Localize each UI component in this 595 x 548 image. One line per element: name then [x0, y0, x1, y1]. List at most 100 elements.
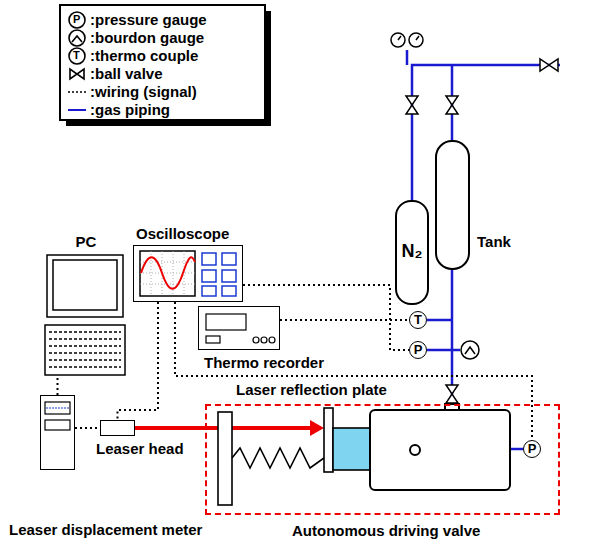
regulator — [391, 33, 423, 47]
oscilloscope-drawing — [141, 257, 195, 289]
signal-wire — [243, 285, 409, 350]
displacement-meter-box: Leaser displacement meter — [40, 395, 75, 470]
oscilloscope-drawing — [202, 253, 236, 296]
legend-symbol-letter: T — [73, 49, 80, 61]
reflection-plate-and-piston — [333, 428, 370, 470]
node-label: Tank — [477, 234, 511, 251]
spring-and-wall — [232, 448, 324, 468]
gas-piping — [406, 50, 409, 65]
oscilloscope-drawing — [202, 286, 216, 296]
part-label: Laser reflection plate — [236, 382, 387, 399]
pc-drawing — [53, 260, 117, 310]
tank-vessel: Tank — [435, 140, 470, 270]
node-label: Leaser head — [96, 441, 184, 458]
reflection-plate-and-piston — [324, 408, 370, 472]
signal-wire — [57, 378, 58, 395]
legend-symbols — [68, 12, 86, 110]
legend-symbols — [69, 12, 85, 28]
pressure-gauge-symbol: P — [523, 440, 541, 458]
valve-body — [370, 410, 510, 490]
signal-wire — [118, 302, 159, 420]
reflection-plate-and-piston — [324, 408, 333, 472]
thermo-recorder-box: Thermo recorder — [198, 306, 280, 350]
oscilloscope-drawing — [140, 251, 195, 296]
legend-symbols — [68, 109, 86, 111]
legend-symbols — [77, 69, 84, 79]
spring-and-wall — [218, 412, 324, 505]
oscilloscope-drawing — [140, 251, 236, 296]
displacement-meter-drawing — [46, 407, 69, 408]
legend-text: :wiring (signal) — [90, 83, 197, 100]
node-label: P — [524, 442, 540, 456]
pc-terminal: PC — [45, 232, 127, 378]
oscilloscope-drawing — [222, 253, 236, 265]
legend-symbols — [68, 91, 86, 93]
pressure-gauge-symbol: P — [409, 341, 427, 359]
legend-text: :bourdon gauge — [90, 29, 204, 46]
pc-drawing — [45, 255, 125, 375]
valve-body — [370, 404, 510, 490]
legend-text: :thermo couple — [90, 47, 198, 64]
thermo-recorder-drawing — [206, 336, 220, 343]
signal-wire — [243, 285, 409, 350]
ball-valves — [446, 105, 458, 114]
thermo-recorder-drawing — [261, 337, 267, 343]
gas-piping — [427, 319, 452, 322]
thermo-recorder-drawing — [206, 314, 275, 343]
oscilloscope-drawing — [140, 251, 195, 296]
legend-symbols — [69, 30, 85, 46]
bourdon-gauge — [465, 347, 475, 354]
signal-wire — [75, 427, 100, 429]
oscilloscope-drawing — [202, 270, 216, 282]
legend-symbols — [72, 36, 82, 42]
pc-drawing — [47, 255, 123, 317]
thermo-recorder-drawing — [253, 337, 259, 343]
signal-wire — [118, 302, 159, 420]
gas-piping — [427, 349, 460, 352]
pc-drawing — [49, 332, 121, 367]
ball-valves — [406, 105, 418, 114]
thermo-recorder-drawing — [269, 337, 275, 343]
node-label: Oscilloscope — [136, 226, 229, 243]
legend-symbol-letter: P — [73, 13, 80, 25]
legend-text: :gas piping — [90, 101, 170, 118]
pc-drawing — [45, 325, 125, 375]
oscilloscope-drawing — [202, 253, 216, 265]
regulator — [398, 36, 419, 40]
displacement-meter-drawing — [45, 420, 70, 430]
oscilloscope-drawing — [222, 270, 236, 282]
thermocouple-symbol: T — [409, 311, 427, 329]
displacement-meter-drawing — [45, 402, 70, 414]
node-label: P — [410, 343, 426, 357]
node-label: Thermo recorder — [204, 355, 324, 372]
valve-region: Autonomous driving valveP — [205, 404, 560, 515]
valve-body — [410, 445, 420, 455]
thermo-recorder-drawing — [206, 314, 246, 330]
bourdon-gauge — [461, 341, 479, 359]
legend-symbols — [69, 48, 85, 64]
node-label: PC — [45, 234, 127, 251]
ball-valves — [549, 59, 558, 71]
signal-wire — [75, 428, 100, 429]
legend-box — [60, 5, 271, 126]
bourdon-gauge — [461, 341, 479, 359]
gas-piping — [510, 448, 523, 451]
oscilloscope-box: Oscilloscope — [133, 245, 243, 302]
node-label: T — [410, 313, 426, 327]
ball-valves — [446, 394, 458, 403]
spring-and-wall — [218, 412, 232, 505]
laser-head-box: Leaser head — [100, 420, 135, 436]
node-label: N₂ — [397, 242, 427, 262]
node-label: Autonomous driving valve — [292, 523, 480, 540]
legend-box — [60, 5, 265, 120]
gas-cylinder: N₂ — [395, 200, 429, 305]
node-label: Leaser displacement meter — [9, 522, 202, 539]
legend-text: :ball valve — [90, 65, 163, 82]
displacement-meter-drawing — [45, 402, 70, 430]
oscilloscope-drawing — [222, 286, 236, 296]
signal-wire — [175, 302, 532, 440]
signal-wire — [175, 302, 532, 440]
